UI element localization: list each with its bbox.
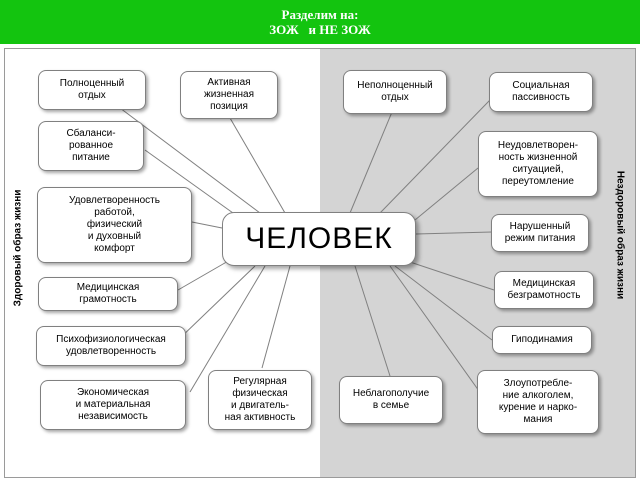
node-life-dissatisfaction: Неудовлетворен- ность жизненной ситуацие… [478,131,598,197]
node-label: Экономическая и материальная независимос… [75,387,151,422]
connector-line [177,265,256,341]
node-medical-illiteracy: Медицинская безграмотность [494,271,594,309]
node-medical-literacy: Медицинская грамотность [38,277,178,311]
node-balanced-nutrition: Сбаланси- рованное питание [38,121,144,171]
center-node: ЧЕЛОВЕК [222,212,416,266]
node-label: Психофизиологическая удовлетворенность [56,334,166,357]
connector-line [177,259,231,291]
connector-line [189,265,266,393]
node-substance-abuse: Злоупотребле- ние алкоголем, курение и н… [477,370,599,434]
node-regular-physical-activity: Регулярная физическая и двигатель- ная а… [208,370,312,430]
connector-line [349,111,393,214]
connector-line [409,261,495,291]
node-label: Неблагополучие в семье [352,388,430,411]
node-active-life-position: Активная жизненная позиция [180,71,278,119]
connector-line [415,231,493,235]
connector-line [191,221,223,229]
node-label: Нарушенный режим питания [504,221,576,244]
node-economic-independence: Экономическая и материальная независимос… [40,380,186,430]
node-label: Удовлетворенность работой, физический и … [69,195,160,254]
node-label: Неудовлетворен- ность жизненной ситуацие… [497,140,579,187]
node-work-satisfaction: Удовлетворенность работой, физический и … [37,187,192,263]
connector-line [379,99,491,214]
node-label: Активная жизненная позиция [204,77,254,112]
node-disrupted-diet: Нарушенный режим питания [491,214,589,252]
connector-line [261,265,291,369]
node-inadequate-rest: Неполноценный отдых [343,70,447,114]
slide-title: Разделим на: ЗОЖ и НЕ ЗОЖ [0,0,640,44]
node-hypodynamia: Гиподинамия [492,326,592,354]
connector-line [354,265,391,377]
node-label: Медицинская грамотность [76,282,140,305]
title-line-1: Разделим на: [281,7,359,22]
node-social-passivity: Социальная пассивность [489,72,593,112]
node-label: Медицинская безграмотность [507,278,581,301]
node-full-rest: Полноценный отдых [38,70,146,110]
connector-line [144,149,241,219]
connector-line [394,265,493,341]
node-family-problems: Неблагополучие в семье [339,376,443,424]
node-label: Сбаланси- рованное питание [66,128,116,163]
node-psychophysiological-satisfaction: Психофизиологическая удовлетворенность [36,326,186,366]
node-label: Полноценный отдых [59,78,125,101]
connector-line [229,117,286,214]
title-line-2: ЗОЖ и НЕ ЗОЖ [269,22,371,37]
connector-line [389,265,485,399]
connector-line [414,167,479,221]
node-label: Социальная пассивность [512,80,570,103]
node-label: Злоупотребле- ние алкоголем, курение и н… [498,378,578,425]
node-label: Регулярная физическая и двигатель- ная а… [224,376,296,423]
diagram-frame [4,48,636,478]
node-label: Неполноценный отдых [357,80,433,103]
node-label: Гиподинамия [511,334,573,345]
